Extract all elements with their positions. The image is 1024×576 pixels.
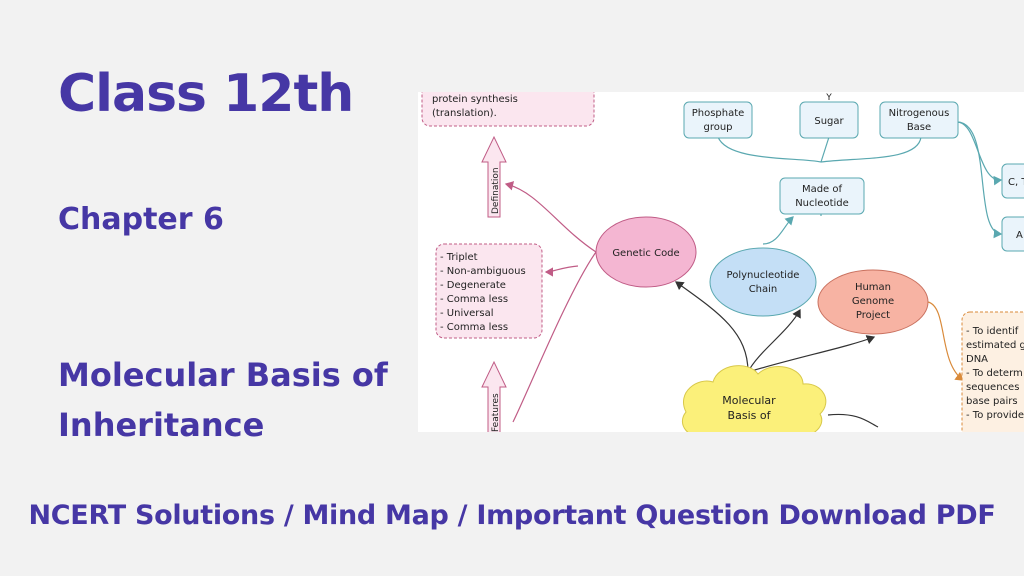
mind-map-image: protein synthesis (translation). Definat… <box>418 92 1024 432</box>
svg-text:DNA: DNA <box>966 354 988 365</box>
svg-text:estimated g: estimated g <box>966 340 1024 351</box>
svg-text:Sugar: Sugar <box>814 116 844 127</box>
svg-text:Defination: Defination <box>491 167 501 214</box>
svg-text:base pairs: base pairs <box>966 396 1018 407</box>
chapter-title: Chapter 6 <box>58 202 224 237</box>
svg-text:- To identif: - To identif <box>966 326 1019 337</box>
svg-text:C, T: C, T <box>1008 177 1024 188</box>
svg-text:Basis of: Basis of <box>728 409 772 422</box>
definition-arrow: Defination <box>481 135 507 218</box>
features-arrow: Features <box>481 360 507 432</box>
svg-text:Human: Human <box>855 282 891 293</box>
svg-text:protein synthesis: protein synthesis <box>432 94 518 105</box>
base-types-box-top: C, T <box>1001 163 1024 199</box>
nitrogenous-base-box: Nitrogenous Base <box>879 101 959 139</box>
central-topic-cloud: Molecular Basis of <box>681 365 827 432</box>
hgp-goals-box: - To identif estimated g DNA - To determ… <box>961 311 1024 432</box>
svg-text:- To determ: - To determ <box>966 368 1023 379</box>
subject-title-line1: Molecular Basis of <box>58 356 388 394</box>
svg-text:- Comma less: - Comma less <box>440 322 508 333</box>
svg-text:- Universal: - Universal <box>440 308 494 319</box>
svg-text:Features: Features <box>491 393 501 432</box>
svg-text:Polynucleotide: Polynucleotide <box>727 270 800 281</box>
svg-text:- Comma less: - Comma less <box>440 294 508 305</box>
svg-text:- Non-ambiguous: - Non-ambiguous <box>440 266 526 277</box>
svg-text:Nitrogenous: Nitrogenous <box>889 108 950 119</box>
footer-banner: NCERT Solutions / Mind Map / Important Q… <box>28 500 996 531</box>
svg-text:Phosphate: Phosphate <box>692 108 745 119</box>
svg-text:Project: Project <box>856 310 890 321</box>
svg-text:Genetic Code: Genetic Code <box>612 248 679 259</box>
made-of-nucleotide-box: Made of Nucleotide <box>779 177 865 215</box>
sugar-box: Y Sugar <box>799 93 859 139</box>
svg-text:group: group <box>703 122 732 133</box>
definition-box: protein synthesis (translation). <box>421 92 595 127</box>
svg-text:Base: Base <box>907 122 931 133</box>
svg-text:A: A <box>1016 230 1023 241</box>
class-title: Class 12th <box>58 64 354 124</box>
human-genome-project-node: Human Genome Project <box>817 269 929 335</box>
connector-lines <box>504 121 1003 428</box>
svg-text:Molecular: Molecular <box>722 394 776 407</box>
phosphate-group-box: Phosphate group <box>683 101 753 139</box>
svg-text:Nucleotide: Nucleotide <box>795 198 849 209</box>
svg-text:Chain: Chain <box>749 284 778 295</box>
genetic-code-node: Genetic Code <box>595 216 697 288</box>
subject-title-line2: Inheritance <box>58 406 265 444</box>
svg-text:Made of: Made of <box>802 184 843 195</box>
svg-text:sequences: sequences <box>966 382 1019 393</box>
svg-text:Y: Y <box>825 93 832 103</box>
svg-text:(translation).: (translation). <box>432 108 497 119</box>
polynucleotide-chain-node: Polynucleotide Chain <box>709 247 817 317</box>
svg-text:Genome: Genome <box>852 296 894 307</box>
features-list-box: - Triplet - Non-ambiguous - Degenerate -… <box>435 243 543 339</box>
base-types-box-bottom: A <box>1001 216 1024 252</box>
svg-text:- Degenerate: - Degenerate <box>440 280 506 291</box>
svg-text:- To provide: - To provide <box>966 410 1024 421</box>
svg-text:- Triplet: - Triplet <box>440 252 478 263</box>
